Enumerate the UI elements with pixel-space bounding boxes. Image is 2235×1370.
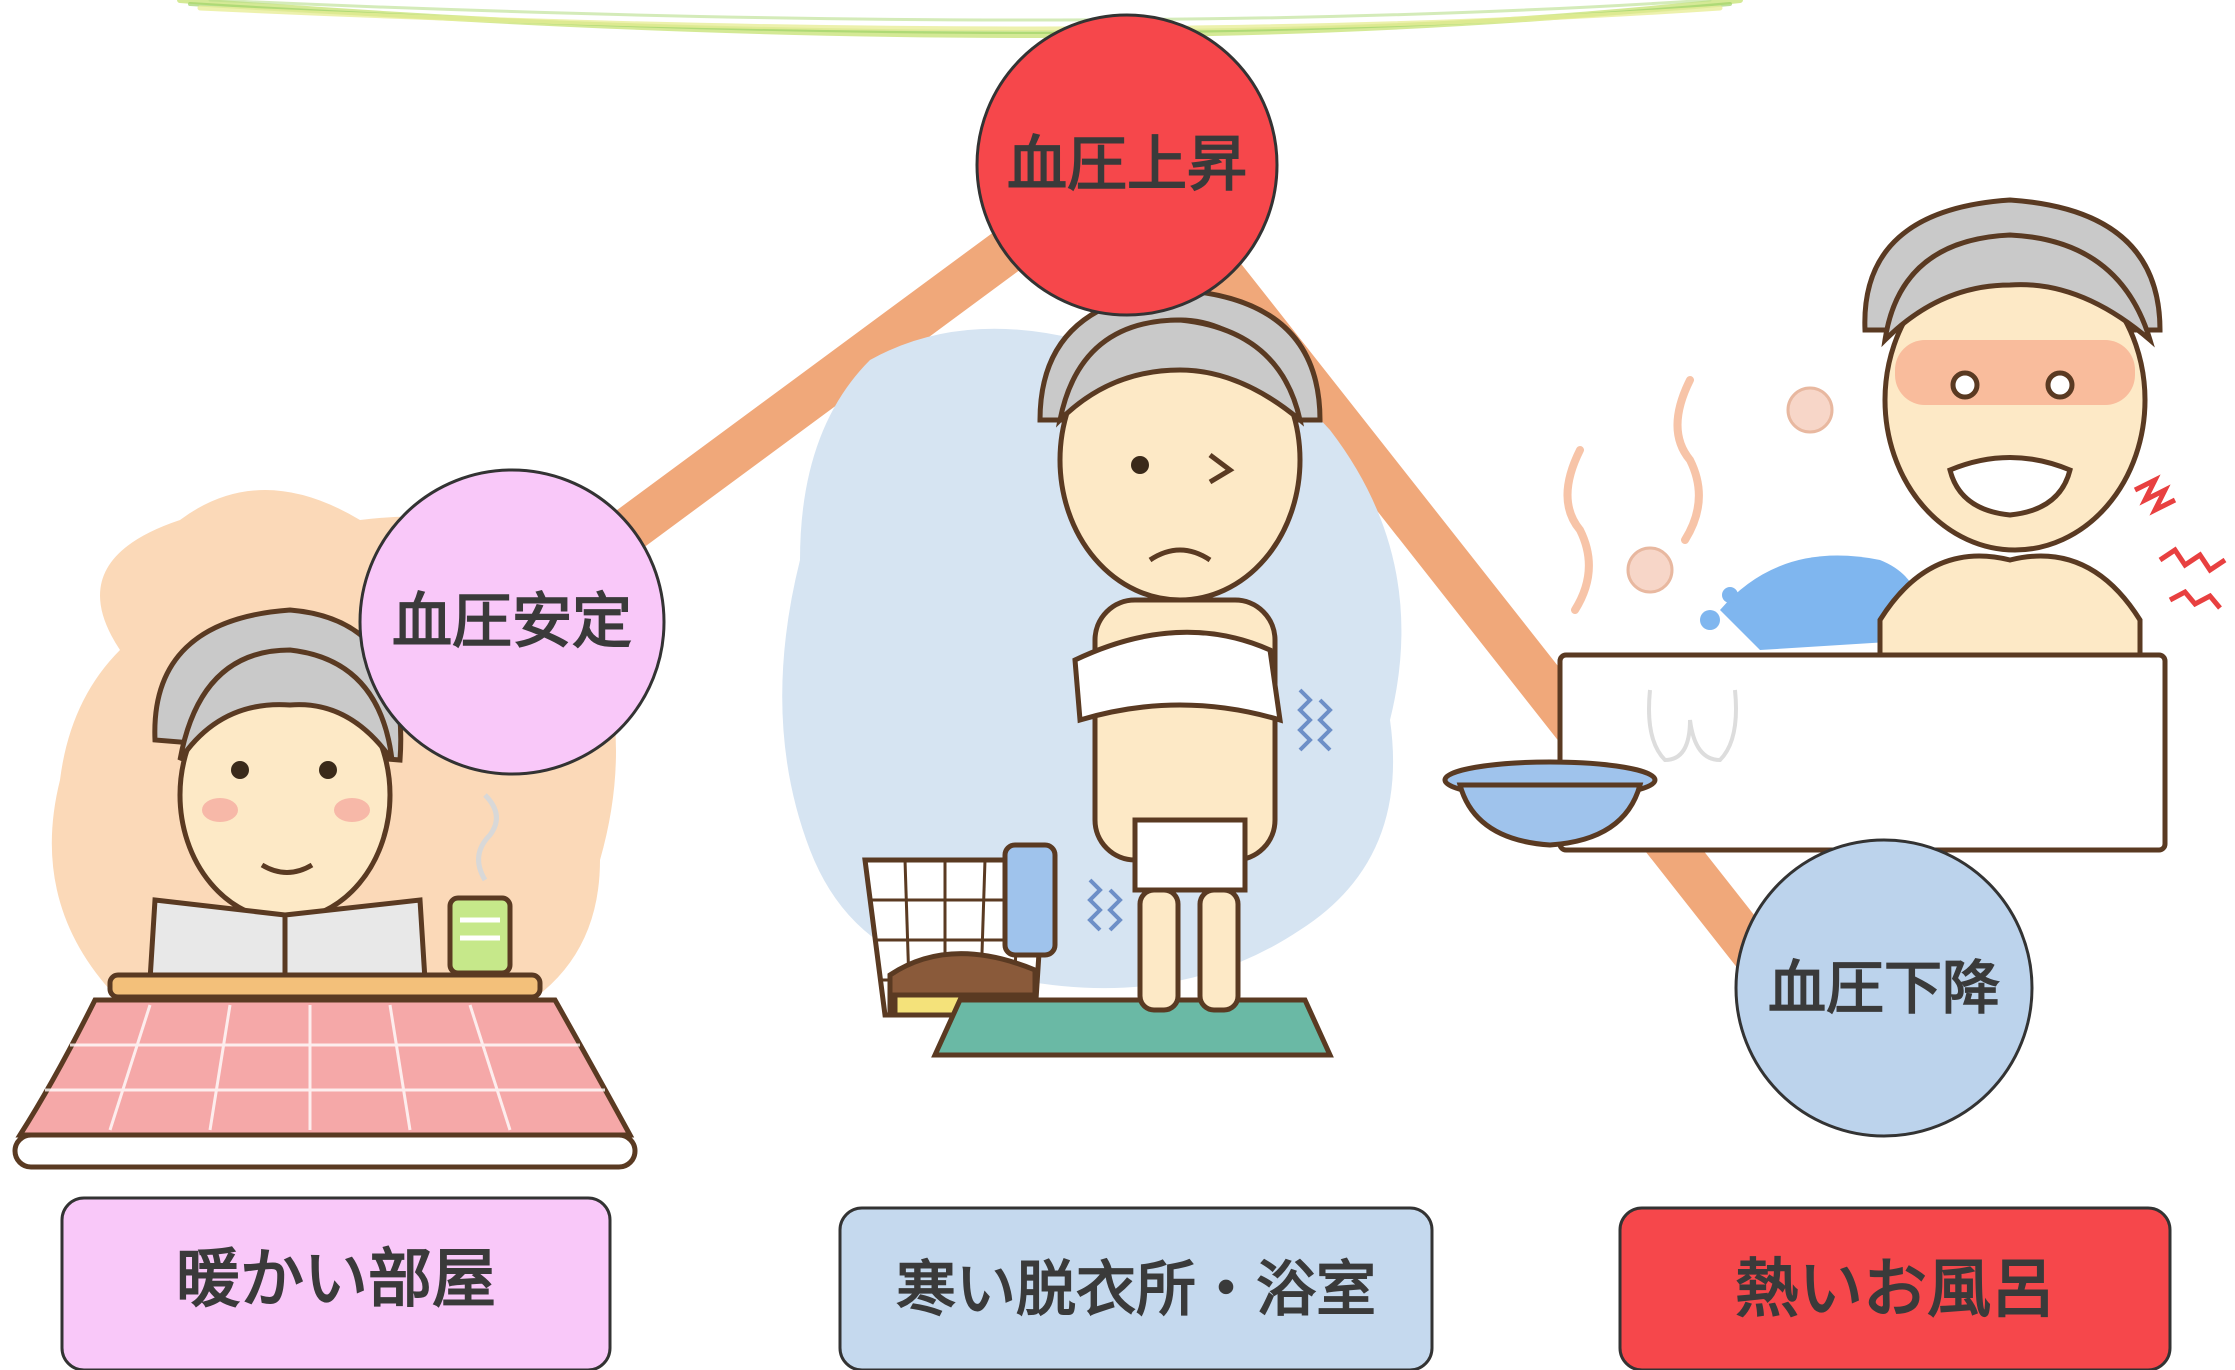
top-swoosh-decoration <box>177 0 1743 38</box>
elderly-man-cold-icon <box>1037 287 1323 1013</box>
shiver-lines <box>1087 688 1333 932</box>
elderly-man-bath-icon <box>1862 197 2163 663</box>
label-warm-room-box <box>60 1196 612 1370</box>
bubble-fall-circle <box>1734 838 2034 1138</box>
pain-marks <box>2133 474 2227 610</box>
bubble-fall-label: 血圧下降 <box>1768 954 2000 1022</box>
bubble-rise-label: 血圧上昇 <box>1007 130 1247 200</box>
label-hot-bath: 熱いお風呂 <box>1618 1206 2172 1370</box>
laundry-basket-icon <box>862 842 1058 1018</box>
label-hot-bath-box <box>1618 1206 2172 1370</box>
steam-icon <box>1563 376 1703 614</box>
water-splash-icon <box>1720 555 1922 650</box>
bubble-rise-circle <box>975 13 1279 317</box>
cold-room-scene <box>782 287 1402 1058</box>
label-cold-room: 寒い脱衣所・浴室 <box>838 1206 1434 1370</box>
bubble-fall: 血圧下降 <box>1734 838 2034 1138</box>
label-cold-room-box <box>838 1206 1434 1370</box>
bubble-stable-circle <box>358 468 666 776</box>
steam-puffs <box>1626 386 1834 594</box>
newspaper-icon <box>147 897 428 988</box>
steam-icon <box>476 793 499 882</box>
bathtub-icon <box>1557 652 2168 853</box>
label-warm-room: 暖かい部屋 <box>60 1196 612 1370</box>
bath-mat-icon <box>931 997 1334 1058</box>
kotatsu-icon <box>12 972 638 1170</box>
hot-bath-scene <box>1442 197 2227 853</box>
label-cold-room-text: 寒い脱衣所・浴室 <box>896 1255 1376 1325</box>
bubble-stable-label: 血圧安定 <box>392 587 632 657</box>
label-hot-bath-text: 熱いお風呂 <box>1735 1253 2055 1327</box>
bubble-stable: 血圧安定 <box>358 468 666 776</box>
label-warm-room-text: 暖かい部屋 <box>176 1243 496 1317</box>
tea-cup-icon <box>447 895 513 976</box>
bubble-rise: 血圧上昇 <box>975 13 1279 317</box>
wash-basin-icon <box>1442 759 1658 848</box>
